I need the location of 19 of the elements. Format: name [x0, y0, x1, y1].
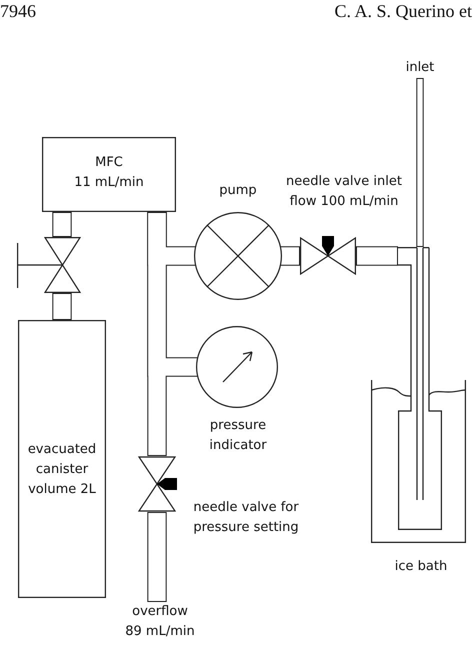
component-label: overflow 89 mL/min	[125, 603, 195, 641]
pipe	[52, 293, 72, 320]
pipe	[356, 246, 398, 266]
component-label: MFC	[94, 154, 124, 172]
pipe	[52, 212, 72, 237]
page-header: 7946	[0, 0, 36, 22]
component-label: needle valve for pressure setting	[192, 499, 300, 537]
component-label: pressure indicator	[208, 417, 268, 455]
pipe	[280, 246, 300, 266]
component-label: ice bath	[394, 558, 448, 576]
component-label: pump	[218, 182, 258, 200]
pipe	[147, 212, 167, 456]
component-label: evacuated canister volume 2L	[26, 441, 98, 499]
page-header: C. A. S. Querino et	[334, 0, 472, 22]
component-label: needle valve inlet flow 100 mL/min	[285, 173, 403, 211]
pipe	[416, 78, 424, 247]
component-label: inlet	[404, 59, 436, 77]
component-label: 11 mL/min	[73, 174, 145, 192]
pipe	[147, 512, 167, 602]
